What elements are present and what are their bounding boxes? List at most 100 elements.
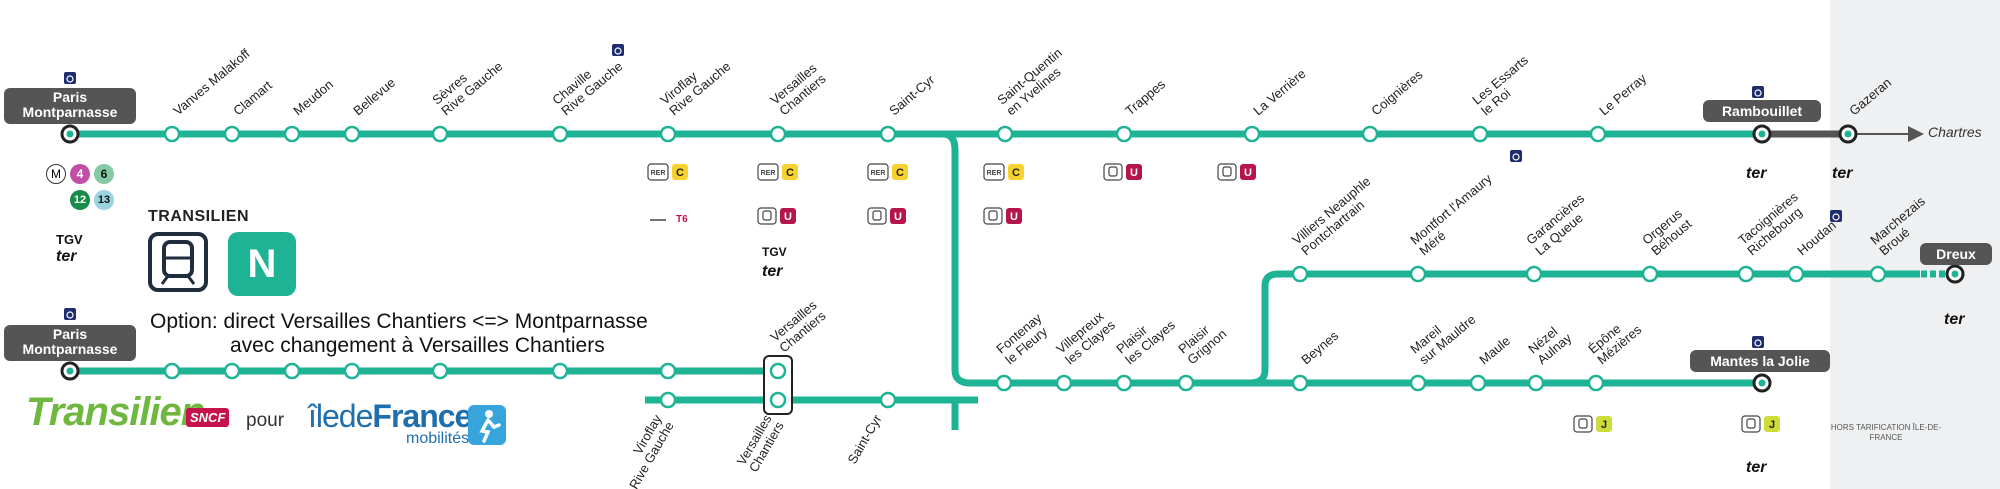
accessibility-icon [1752,336,1764,348]
station-fontenay-le-fleury[interactable] [995,374,1013,392]
station-tacoigni-res-richebourg[interactable] [1737,265,1755,283]
station-option-versailles-top[interactable] [769,362,787,380]
station-label-beynes: Beynes [1298,328,1341,368]
metro-4-badge: 4 [70,164,90,184]
station-label-orgerus-b-houst: OrgerusBéhoust [1639,205,1694,258]
station-label-viroflay-rive-gauche: ViroflayRive Gauche [657,48,733,119]
train-small-glyph [1578,418,1588,429]
station-label-plaisir-les-clayes: Plaisirles Clayes [1113,306,1178,367]
station-coigni-res[interactable] [1361,125,1379,143]
station-label-option-saint-cyr: Saint-Cyr [845,411,885,466]
station-bellevue[interactable] [343,125,361,143]
terminus-dot [66,130,74,138]
train-small-glyph [1108,166,1118,177]
rer-icon-text: RER [761,170,776,177]
rer-icon [867,163,889,181]
rer-c-badge [892,164,908,180]
line-u-badge-text: U [1010,211,1018,223]
station-label-montfort-l-amaury-m-r: Montfort l'AmauryMéré [1407,171,1504,259]
station-option-stop-4[interactable] [431,362,449,380]
station-option-stop-3[interactable] [343,362,361,380]
station-villepreux-les-clayes[interactable] [1055,374,1073,392]
station-label-saint-cyr: Saint-Cyr [886,72,938,119]
station-orgerus-b-houst[interactable] [1641,265,1659,283]
option-note-line2: avec changement à Versailles Chantiers [230,334,605,357]
rer-c-badge-text: C [896,167,904,179]
station-label-option-versailles-top: VersaillesChantiers [767,297,829,355]
station-s-vres-rive-gauche[interactable] [431,125,449,143]
station-versailles-chantiers[interactable] [769,125,787,143]
rer-c-badge-text: C [676,167,684,179]
terminus-dot [1758,379,1766,387]
accessibility-icon [1752,86,1764,98]
station-label-n-zel-aulnay: NézelAulnay [1525,319,1574,367]
station-label-maule: Maule [1476,333,1513,367]
terminus-rambouillet[interactable]: Rambouillet [1703,100,1821,122]
accessibility-glyph [1754,339,1762,347]
line-u-badge [890,208,906,224]
station-option-stop-1[interactable] [223,362,241,380]
station-viroflay-rive-gauche[interactable] [659,125,677,143]
station-villiers-neauphle-pontchartrain[interactable] [1291,265,1309,283]
station-meudon[interactable] [283,125,301,143]
terminus-dreux[interactable]: Dreux [1920,243,1992,265]
station-garanci-res-la-queue[interactable] [1525,265,1543,283]
idf-mobilites-logo: îledeFrance [308,398,472,435]
idf-mobilites-sub: mobilités [406,430,470,447]
idf-ile: îlede [308,398,373,434]
station-montfort-l-amaury-m-r[interactable] [1409,265,1427,283]
station-le-perray[interactable] [1589,125,1607,143]
station-option-versailles-chantiers[interactable] [769,391,787,409]
station-option-stop-5[interactable] [551,362,569,380]
station-maule[interactable] [1469,374,1487,392]
station-trappes[interactable] [1115,125,1133,143]
station-la-verri-re[interactable] [1243,125,1261,143]
terminus-mantes[interactable]: Mantes la Jolie [1690,350,1830,372]
station-label-garanci-res-la-queue: GarancièresLa Queue [1523,190,1596,258]
accessibility-glyph [66,311,74,319]
station-chaville-rive-gauche[interactable] [551,125,569,143]
metro-6-badge: 6 [94,164,114,184]
rer-icon-text: RER [987,170,1002,177]
station-marchezais-brou[interactable] [1869,265,1887,283]
rer-c-badge [1008,164,1024,180]
station-vanves-malakoff[interactable] [163,125,181,143]
paris-ter-label: ter [56,248,77,265]
accessibility-icon [64,308,76,320]
terminus-paris-top[interactable]: Paris Montparnasse [4,88,136,124]
paris-tgv-label: TGV [56,232,83,247]
station-les-essarts-le-roi[interactable] [1471,125,1489,143]
train-small-icon [867,207,887,225]
line-j-badge-text: J [1601,419,1607,431]
option-note-line1: Option: direct Versailles Chantiers <=> … [150,310,648,333]
terminus-dot [1951,270,1959,278]
station-clamart[interactable] [223,125,241,143]
rer-icon [757,163,779,181]
station-saint-quentin-en-yvelines[interactable] [996,125,1014,143]
station-option-stop-0[interactable] [163,362,181,380]
station-option-viroflay-rive-gauche[interactable] [659,391,677,409]
station-option-stop-2[interactable] [283,362,301,380]
station-label-la-verri-re: La Verrière [1250,66,1308,118]
station-p-ne-m-zi-res[interactable] [1587,374,1605,392]
idf-france: France [372,398,472,434]
station-n-zel-aulnay[interactable] [1527,374,1545,392]
station-houdan[interactable] [1787,265,1805,283]
station-mareil-sur-mauldre[interactable] [1409,374,1427,392]
accessibility-glyph [614,47,622,55]
line-j-badge-text: J [1769,419,1775,431]
train-small-icon [1217,163,1237,181]
station-beynes[interactable] [1291,374,1309,392]
station-label-clamart: Clamart [230,77,275,118]
station-plaisir-les-clayes[interactable] [1115,374,1133,392]
station-saint-cyr[interactable] [879,125,897,143]
station-label-p-ne-m-zi-res: ÉpôneMézières [1585,311,1644,367]
train-small-glyph [1746,418,1756,429]
line-j-badge [1596,416,1612,432]
station-plaisir-grignon[interactable] [1177,374,1195,392]
sncf-logo: SNCF [186,408,230,427]
station-option-stop-6[interactable] [659,362,677,380]
terminus-paris-bottom[interactable]: Paris Montparnasse [4,325,136,361]
station-option-saint-cyr[interactable] [879,391,897,409]
line-u-badge [1006,208,1022,224]
